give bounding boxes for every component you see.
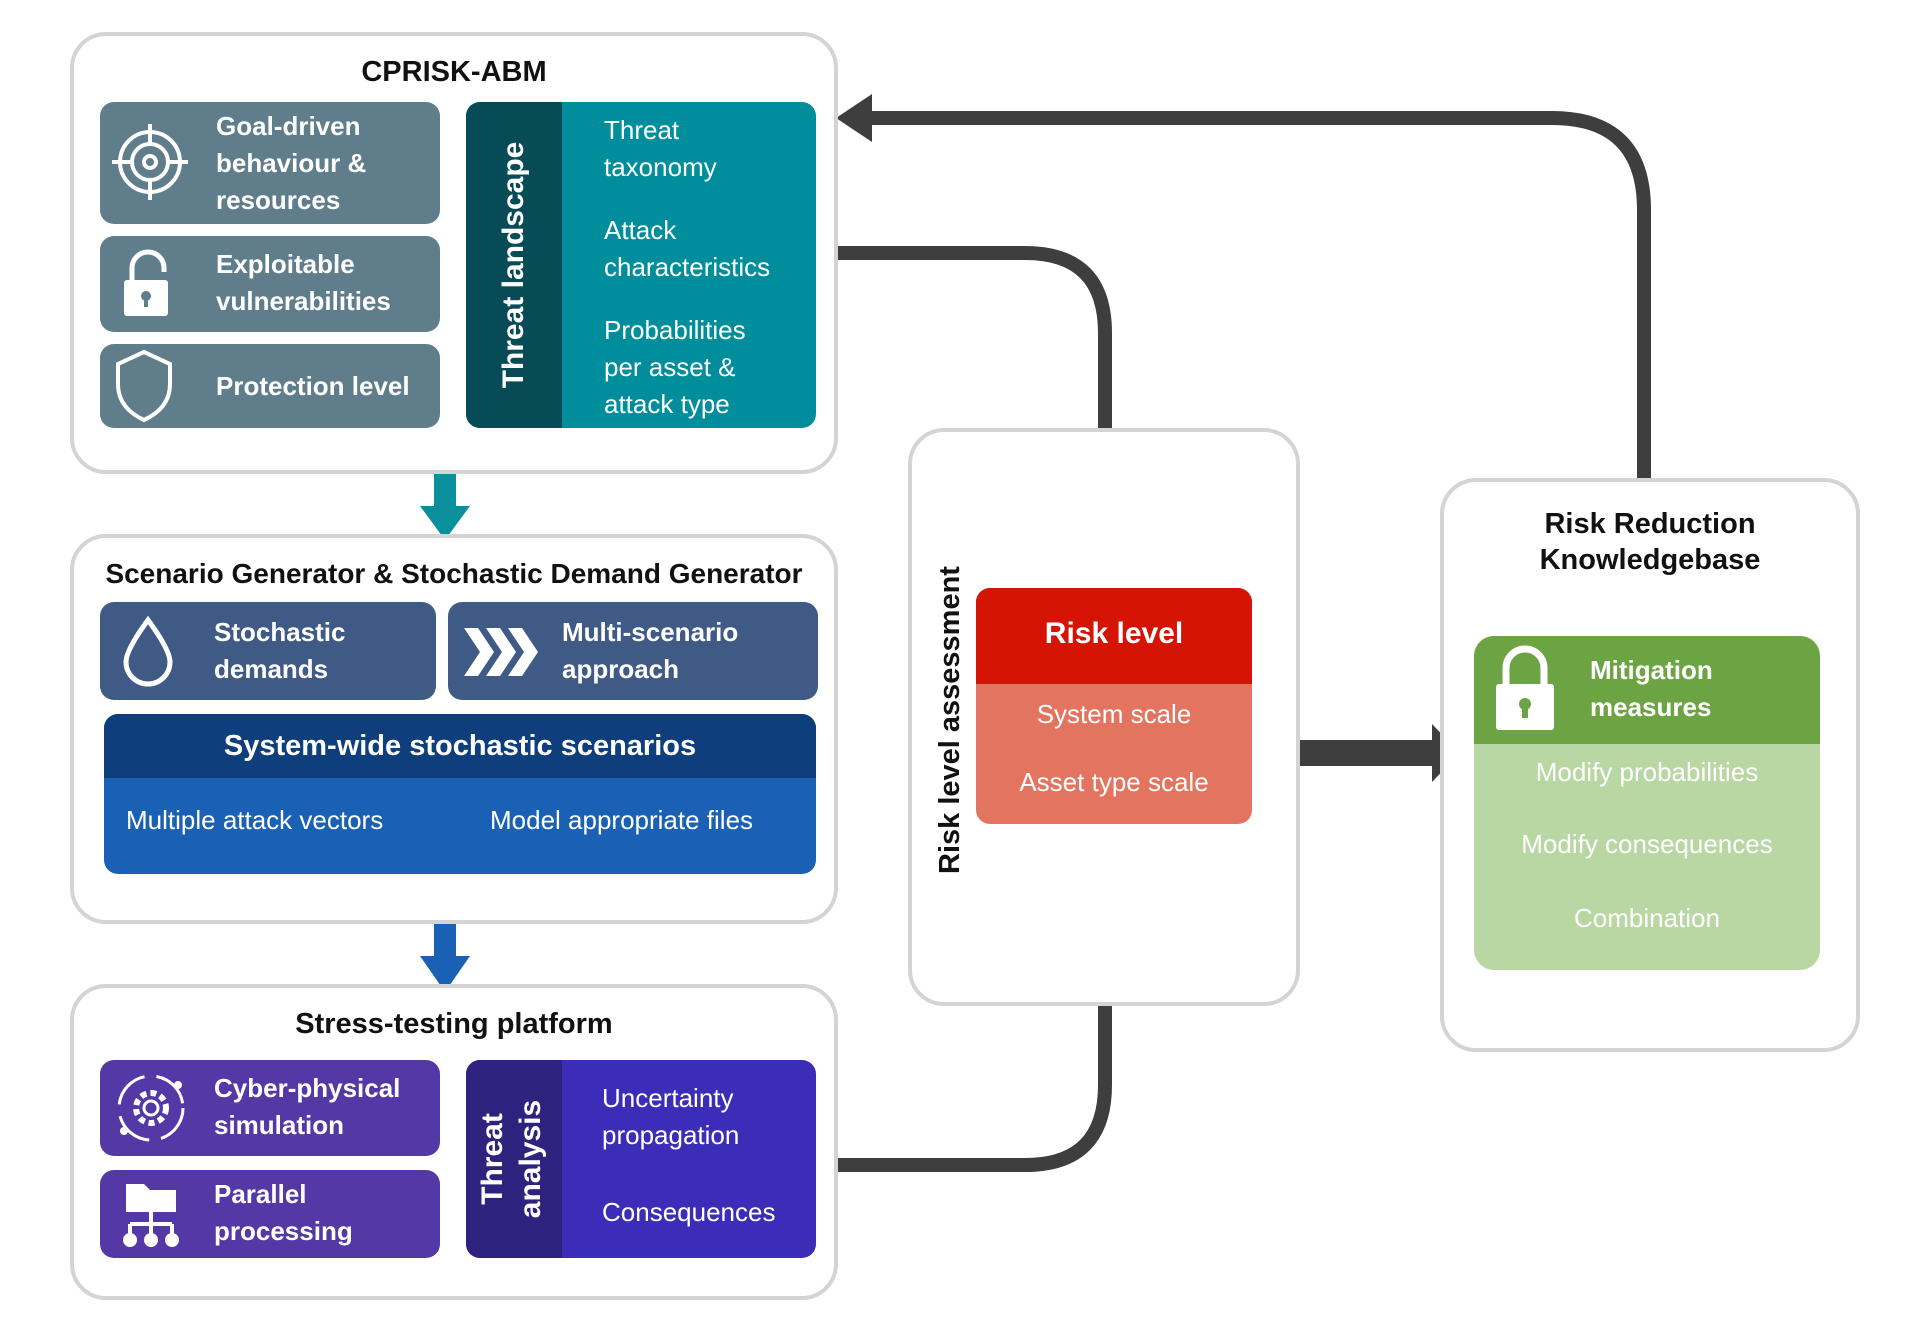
risk-assessment-side-label: Risk level assessment (934, 566, 966, 874)
down-arrow-cprisk-to-scenario (420, 468, 470, 540)
gear-cycle-icon (117, 1074, 185, 1142)
system-wide-scenarios-box: System-wide stochastic scenarios Multipl… (104, 714, 816, 874)
arrow-stress-to-risk (830, 905, 1112, 1172)
tl-item-prob-3: attack type (604, 389, 730, 419)
stochastic-label-2: demands (214, 654, 329, 684)
tl-item-threat-1: Threat (604, 115, 680, 145)
parallel-processing-box: Parallel processing (100, 1170, 440, 1258)
cyber-label-2: simulation (214, 1110, 345, 1140)
consequences-text: Consequences (602, 1197, 776, 1227)
modify-probabilities-text: Modify probabilities (1535, 757, 1759, 787)
cyber-label-1: Cyber-physical (214, 1073, 401, 1103)
threat-analysis-box: Threat analysis Uncertainty propagation … (466, 1060, 816, 1258)
goal-driven-box: Goal-driven behaviour & resources (100, 102, 440, 224)
modify-consequences-text: Modify consequences (1521, 829, 1773, 859)
multi-scenario-box: Multi-scenario approach (448, 602, 818, 700)
scenario-title: Scenario Generator & Stochastic Demand G… (105, 558, 803, 589)
tl-item-prob-1: Probabilities (604, 315, 746, 345)
goal-label-2: behaviour & (216, 148, 367, 178)
threat-analysis-tab (466, 1060, 562, 1258)
threat-landscape-label: Threat landscape (497, 141, 530, 389)
uncertainty-line-2: propagation (602, 1120, 740, 1150)
mitigation-label-2: measures (1590, 692, 1712, 722)
system-wide-header (104, 714, 816, 778)
risk-level-box: Risk level System scale Asset type scale (976, 588, 1252, 824)
tl-item-prob-2: per asset & (604, 352, 736, 382)
tl-item-attack-2: characteristics (604, 252, 771, 282)
stochastic-label-1: Stochastic (214, 617, 346, 647)
tl-item-attack-1: Attack (604, 215, 677, 245)
arrow-threat-to-risk (830, 246, 1112, 510)
vuln-label-2: vulnerabilities (216, 286, 391, 316)
target-icon (112, 124, 188, 200)
mitigation-label-1: Mitigation (1590, 655, 1713, 685)
rrk-title-line-2: Knowledgebase (1539, 544, 1761, 577)
threat-analysis-line-1: Threat (476, 1113, 509, 1205)
parallel-label-1: Parallel (214, 1179, 307, 1209)
goal-label-3: resources (216, 185, 341, 215)
stochastic-demands-box: Stochastic demands (100, 602, 436, 700)
water-drop-icon (123, 615, 173, 687)
parallel-label-2: processing (214, 1216, 353, 1246)
system-scale-text: System scale (1036, 699, 1192, 729)
chevrons-right-icon (464, 628, 538, 676)
arrowhead-left-cprisk (836, 94, 872, 142)
stress-title: Stress-testing platform (295, 1008, 613, 1040)
asset-scale-text: Asset type scale (1019, 767, 1209, 797)
multi-label-2: approach (562, 654, 680, 684)
protection-label: Protection level (216, 371, 410, 401)
protection-level-box: Protection level (100, 344, 440, 428)
mitigation-measures-box: Mitigation measures Modify probabilities… (1474, 636, 1820, 970)
model-files-text: Model appropriate files (490, 805, 754, 835)
risk-level-title: Risk level (1044, 617, 1184, 650)
exploitable-vulnerabilities-box: Exploitable vulnerabilities (100, 236, 440, 332)
unlocked-padlock-icon (124, 249, 168, 316)
down-arrow-scenario-to-stress (420, 918, 470, 992)
system-wide-title: System-wide stochastic scenarios (223, 730, 697, 762)
tl-item-threat-2: taxonomy (604, 152, 717, 182)
cyber-physical-box: Cyber-physical simulation (100, 1060, 440, 1156)
goal-label-1: Goal-driven (216, 111, 361, 141)
combination-text: Combination (1574, 903, 1720, 933)
risk-level-header (976, 588, 1252, 684)
threat-landscape-tab (466, 102, 562, 428)
uncertainty-line-1: Uncertainty (602, 1083, 734, 1113)
shield-icon (116, 349, 172, 423)
threat-landscape-box: Threat landscape Threat taxonomy Attack … (466, 102, 816, 428)
cprisk-title: CPRISK-ABM (361, 56, 547, 88)
vuln-label-1: Exploitable (216, 249, 355, 279)
multi-label-1: Multi-scenario (562, 617, 739, 647)
arrow-knowledgebase-to-cprisk (868, 111, 1651, 482)
rrk-title-line-1: Risk Reduction (1544, 508, 1756, 540)
threat-analysis-line-2: analysis (514, 1099, 547, 1219)
threat-analysis-label: Threat analysis (474, 1060, 554, 1258)
rrk-title: Risk Reduction Knowledgebase (1444, 506, 1856, 579)
attack-vectors-text: Multiple attack vectors (126, 805, 384, 835)
locked-padlock-icon (1496, 645, 1554, 730)
folder-network-icon (123, 1184, 179, 1247)
